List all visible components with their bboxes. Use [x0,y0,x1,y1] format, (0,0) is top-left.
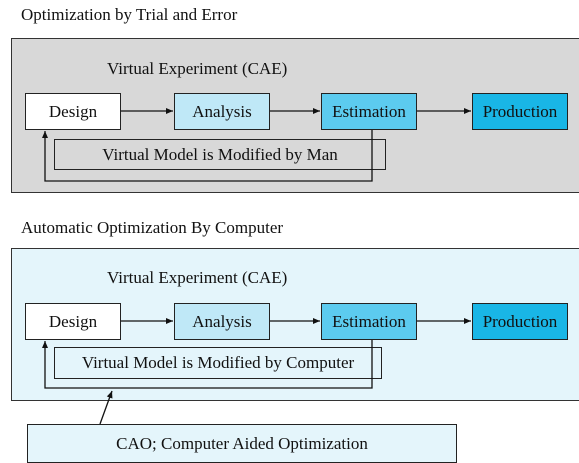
top-feedback-loop [42,130,373,182]
bottom-feedback-note: Virtual Model is Modified by Computer [54,347,382,379]
bottom-panel-title: Virtual Experiment (CAE) [107,268,288,287]
top-analysis-box: Analysis [174,93,270,130]
bottom-production-box: Production [472,303,568,340]
bottom-estimation-box: Estimation [321,303,417,340]
bottom-section-title: Automatic Optimization By Computer [21,218,284,237]
top-feedback-note: Virtual Model is Modified by Man [54,139,386,170]
bottom-feedback-loop [42,340,373,389]
top-production-box: Production [472,93,568,130]
top-section-title: Optimization by Trial and Error [21,5,238,24]
bottom-design-box: Design [25,303,121,340]
bottom-analysis-box: Analysis [174,303,270,340]
top-panel-title: Virtual Experiment (CAE) [107,59,288,78]
top-design-box: Design [25,93,121,130]
top-estimation-box: Estimation [321,93,417,130]
cao-arrow [99,390,113,425]
